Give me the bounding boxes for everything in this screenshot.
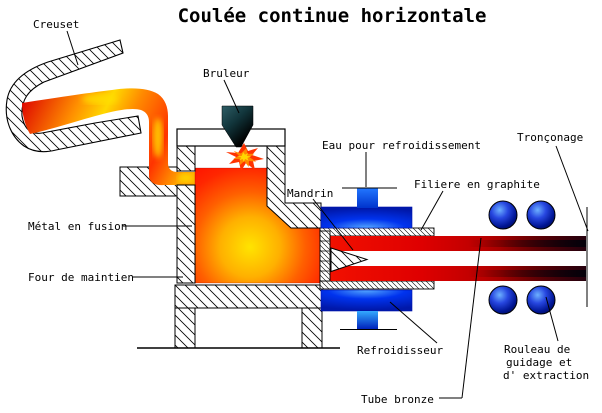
label-tronconage: Tronçonage [517,131,583,144]
label-refroidisseur: Refroidisseur [357,344,443,357]
pointer-mandrin [312,198,354,251]
label-mandrin: Mandrin [287,187,333,200]
furnace-left-wall-lower [176,184,196,284]
label-rouleau-line2: guidage et [506,356,572,369]
pointer-tronconage [555,145,589,232]
pointer-creuset [66,30,79,66]
label-filiere-graphite: Filiere en graphite [414,178,540,191]
guide-rollers [488,200,556,315]
burner-flame [226,143,264,171]
molten-metal-stream [22,88,196,186]
cooler-bottom-block [320,289,413,312]
diagram-title: Coulée continue horizontale [178,5,487,27]
pointer-refroidisseur [389,301,438,344]
die-entry-plate [319,230,331,282]
roller-top-left [488,200,518,230]
water-outlet-pipe [357,311,378,329]
pointer-tube-bronze-d [461,237,482,399]
furnace-left-wall-upper [176,145,196,172]
tube-hollow-core [366,251,586,266]
mandrel-cone [330,247,369,273]
label-metal-fusion: Métal en fusion [28,220,127,233]
label-creuset: Creuset [33,18,79,31]
water-inlet-pipe [357,188,378,208]
inlet-hot-core [178,174,194,182]
roller-bottom-right [526,285,556,315]
pointer-bruleur [223,79,240,114]
burner [221,105,254,148]
pointer-filiere [420,190,444,231]
graphite-die-bottom [319,280,435,290]
label-rouleau-line1: Rouleau de [504,343,570,356]
furnace-right-leg [301,307,323,349]
label-four-maintien: Four de maintien [28,271,134,284]
furnace-left-leg [174,307,196,349]
stream-hot-core-column [153,118,163,158]
tube-top-endfade [500,236,586,251]
furnace-bottom-slab [174,284,323,309]
tube-bottom-endfade [500,266,586,281]
cooler-top-block [320,206,413,229]
label-tube-bronze: Tube bronze [361,393,434,406]
label-rouleau-line3: d' extraction [503,369,589,382]
stream-hot-core [82,94,118,104]
label-bruleur: Bruleur [203,67,250,80]
label-eau-refroidissement: Eau pour refroidissement [322,139,481,152]
roller-top-right [526,200,556,230]
roller-bottom-left [488,285,518,315]
pointer-rouleau [545,296,559,342]
